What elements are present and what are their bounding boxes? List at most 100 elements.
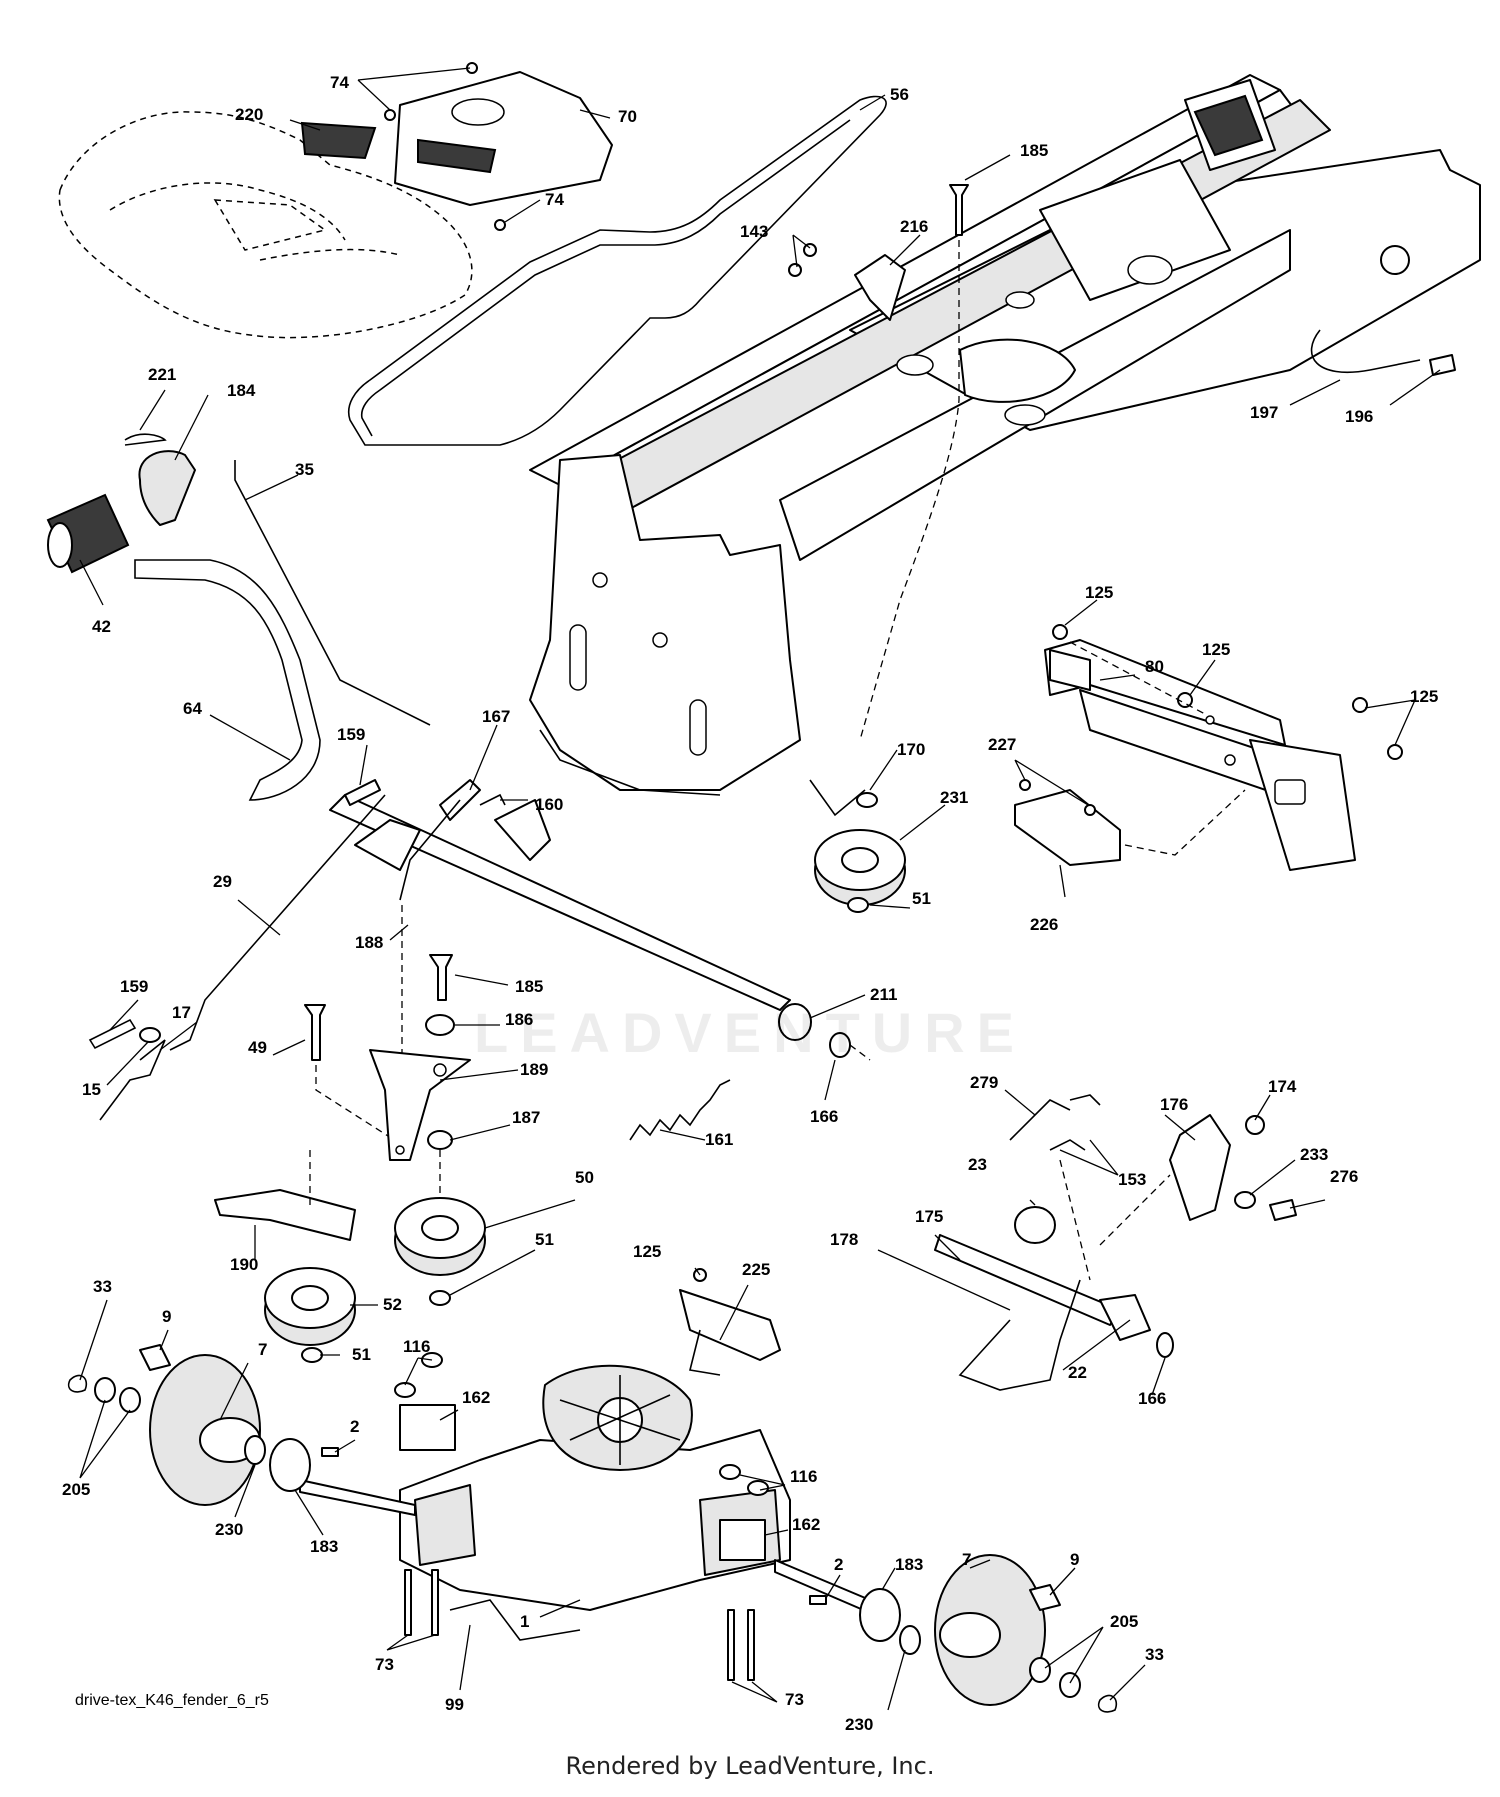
part-197-rod: [1310, 329, 1421, 373]
part-35-rod: [234, 460, 431, 726]
fender-outline: [58, 111, 473, 339]
part-51-nut-b: [429, 1290, 451, 1306]
part-188-rod: [399, 799, 461, 901]
axle-left: [299, 1479, 416, 1516]
part-225-bracket: [679, 1289, 781, 1361]
callout-99: 99: [445, 1695, 464, 1714]
callout-276: 276: [1330, 1167, 1358, 1186]
part-2-key-a: [321, 1447, 339, 1457]
callout-7: 7: [258, 1340, 267, 1359]
callout-159: 159: [337, 725, 365, 744]
callout-233: 233: [1300, 1145, 1328, 1164]
part-186-bushing: [425, 1014, 455, 1036]
part-159-pin-b: [88, 1018, 137, 1050]
part-196-bolt: [1429, 354, 1456, 376]
part-183-bushing-b: [859, 1588, 901, 1642]
callout-51: 51: [535, 1230, 554, 1249]
part-184-shape: [138, 450, 196, 526]
part-99-rod: [449, 1599, 581, 1641]
callout-189: 189: [520, 1060, 548, 1079]
callout-74: 74: [330, 73, 349, 92]
callout-185: 185: [1020, 141, 1048, 160]
part-187-washer: [427, 1130, 453, 1150]
part-216-bracket: [854, 254, 906, 321]
callout-205: 205: [1110, 1612, 1138, 1631]
part-276-bolt: [1269, 1199, 1297, 1221]
part-52-pulley: [264, 1267, 356, 1346]
callout-227: 227: [988, 735, 1016, 754]
part-205-washer-b1: [1029, 1657, 1051, 1683]
callout-188: 188: [355, 933, 383, 952]
bracket-dash: [1124, 789, 1246, 856]
callout-170: 170: [897, 740, 925, 759]
callout-64: 64: [183, 699, 202, 718]
callout-42: 42: [92, 617, 111, 636]
part-15-washer: [139, 1027, 161, 1043]
part-162-mount-b: [719, 1519, 766, 1561]
rendered-by-footer: Rendered by LeadVenture, Inc.: [565, 1752, 935, 1780]
callout-175: 175: [915, 1207, 943, 1226]
callout-187: 187: [512, 1108, 540, 1127]
part-143-screws: [788, 243, 817, 277]
part-220-shape: [300, 121, 377, 160]
callout-2: 2: [834, 1555, 843, 1574]
part-29-rod: [169, 794, 386, 1051]
callout-196: 196: [1345, 407, 1373, 426]
callout-23: 23: [968, 1155, 987, 1174]
part-183-bushing-a: [269, 1438, 311, 1492]
part-56-belt-inner: [360, 119, 851, 437]
callout-51: 51: [912, 889, 931, 908]
callout-162: 162: [792, 1515, 820, 1534]
part-56-belt: [348, 95, 887, 446]
part-170-spring: [809, 779, 866, 817]
part-230-washer-b: [899, 1625, 921, 1655]
part-2-key-b: [809, 1595, 827, 1605]
callout-205: 205: [62, 1480, 90, 1499]
callout-15: 15: [82, 1080, 101, 1099]
callout-220: 220: [235, 105, 263, 124]
callout-184: 184: [227, 381, 256, 400]
part-175-shaft: [934, 1234, 1121, 1326]
callout-167: 167: [482, 707, 510, 726]
part-116-nut-d: [747, 1480, 769, 1496]
callout-1: 1: [520, 1612, 529, 1631]
callout-143: 143: [740, 222, 768, 241]
part-189-lever-top: [354, 819, 421, 871]
part-205-washer-a2: [119, 1387, 141, 1413]
callout-125: 125: [1085, 583, 1113, 602]
callout-185: 185: [515, 977, 543, 996]
callouts: 74 220 70 56 185 74 143 216 221 184 35 1…: [62, 73, 1438, 1734]
part-185-bolt-top: [949, 184, 969, 236]
part-205-washer-b2: [1059, 1672, 1081, 1698]
part-7-hub-left: [149, 1354, 261, 1506]
callout-17: 17: [172, 1003, 191, 1022]
callout-73: 73: [785, 1690, 804, 1709]
part-170-washer: [856, 792, 878, 808]
callout-7: 7: [962, 1550, 971, 1569]
part-51-nut-a: [847, 897, 869, 913]
part-205-washer-a1: [94, 1377, 116, 1403]
callout-216: 216: [900, 217, 928, 236]
part-74-screws: [384, 62, 506, 231]
part-22-arm: [1099, 1294, 1151, 1341]
part-153-clips: [1049, 1094, 1101, 1151]
part-17-spring: [99, 1039, 166, 1121]
part-160-clip: [479, 793, 506, 806]
callout-162: 162: [462, 1388, 490, 1407]
callout-29: 29: [213, 872, 232, 891]
callout-166: 166: [810, 1107, 838, 1126]
bracket-dash-2: [1099, 1174, 1171, 1246]
part-189-bracket: [369, 1049, 471, 1161]
callout-74: 74: [545, 190, 564, 209]
part-178-lever: [958, 1279, 1081, 1391]
callout-9: 9: [162, 1307, 171, 1326]
callout-231: 231: [940, 788, 968, 807]
part-51-nut-c: [301, 1347, 323, 1363]
ring-dash: [1059, 1159, 1091, 1281]
part-80-plate: [1044, 639, 1356, 871]
callout-159: 159: [120, 977, 148, 996]
callout-116: 116: [403, 1337, 430, 1356]
part-42-grip: [46, 493, 130, 574]
part-161-spring: [629, 1079, 731, 1141]
